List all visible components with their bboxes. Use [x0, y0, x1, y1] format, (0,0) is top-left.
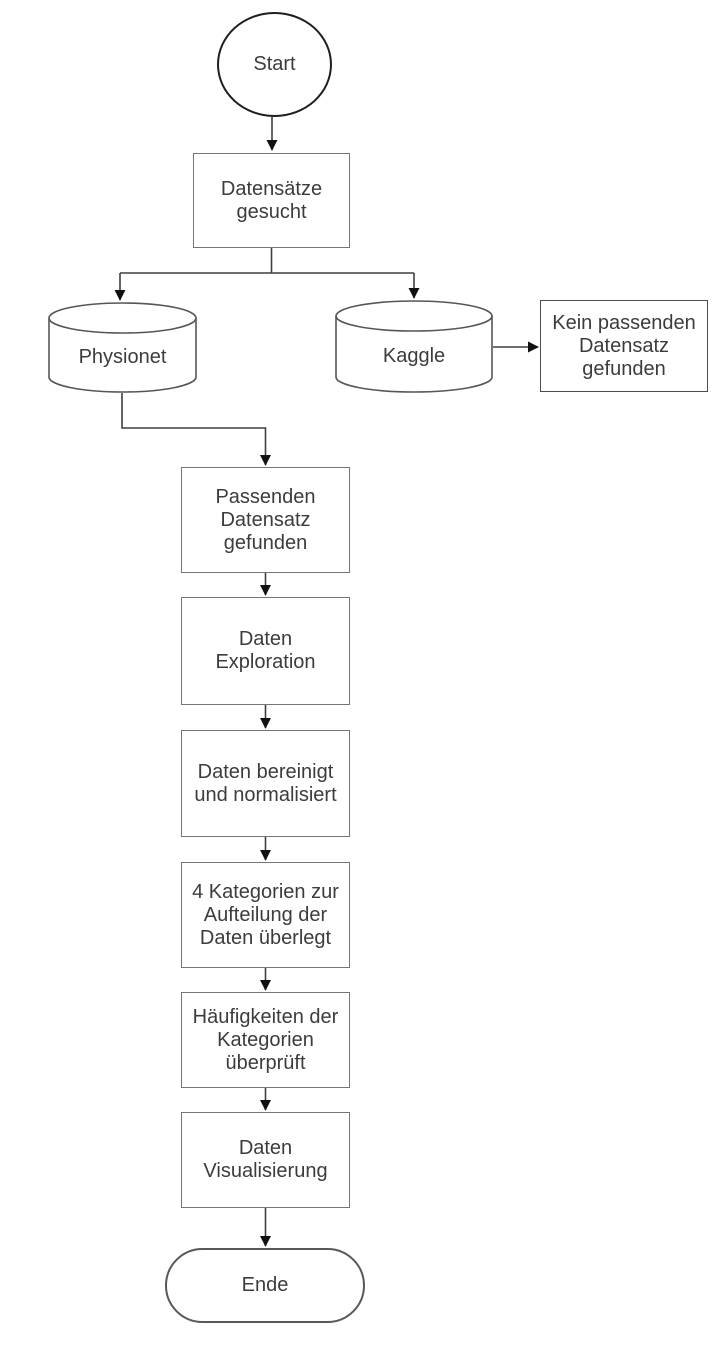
node-daten-exploration-label: Daten Exploration [215, 628, 316, 673]
database-cylinder-icon [335, 300, 493, 393]
node-kein-passenden-datensatz: Kein passenden Datensatz gefunden [540, 300, 708, 392]
node-start-label: Start [253, 53, 296, 75]
node-kategorien-ueberlegt: 4 Kategorien zur Aufteilung der Daten üb… [181, 862, 350, 968]
node-daten-bereinigt-label: Daten bereinigt und normalisiert [194, 760, 337, 806]
node-ende: Ende [165, 1248, 365, 1323]
node-datensaetze-gesucht-label: Datensätze gesucht [220, 177, 323, 223]
node-daten-visualisierung: Daten Visualisierung [181, 1112, 350, 1208]
node-haeufigkeiten-ueberprueft: Häufigkeiten der Kategorien überprüft [181, 992, 350, 1088]
node-passenden-datensatz: Passenden Datensatz gefunden [181, 467, 350, 573]
node-kaggle-database: Kaggle [335, 300, 493, 393]
edge-datensaetze-branch-trunk [120, 248, 414, 274]
node-passenden-datensatz-label: Passenden Datensatz gefunden [215, 485, 316, 554]
node-datensaetze-gesucht: Datensätze gesucht [193, 153, 350, 248]
node-start: Start [217, 12, 332, 117]
node-kategorien-ueberlegt-label: 4 Kategorien zur Aufteilung der Daten üb… [192, 880, 339, 949]
database-cylinder-icon [48, 302, 197, 393]
node-physionet-database: Physionet [48, 302, 197, 393]
node-kein-passenden-datensatz-label: Kein passenden Datensatz gefunden [552, 311, 696, 380]
node-daten-visualisierung-label: Daten Visualisierung [203, 1137, 328, 1182]
node-daten-bereinigt: Daten bereinigt und normalisiert [181, 730, 350, 837]
node-ende-label: Ende [241, 1274, 289, 1296]
node-daten-exploration: Daten Exploration [181, 597, 350, 705]
node-haeufigkeiten-ueberprueft-label: Häufigkeiten der Kategorien überprüft [192, 1005, 339, 1074]
edge-physionet-to-passenden [121, 393, 271, 466]
